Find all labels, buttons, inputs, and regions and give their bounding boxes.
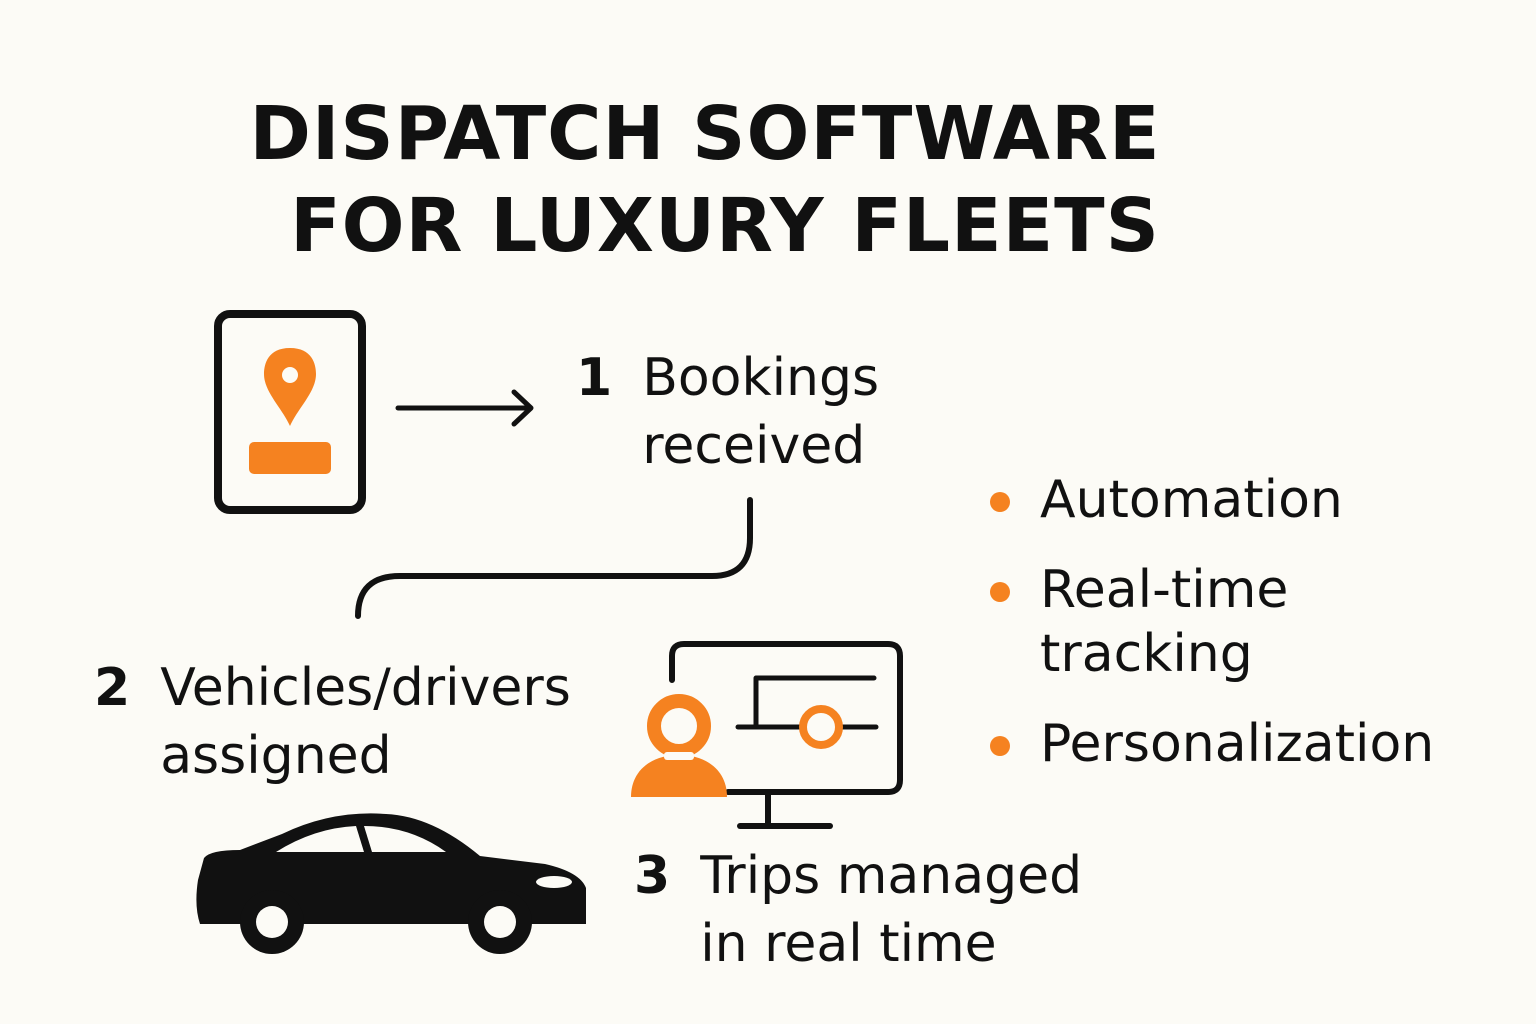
- step-vehicles-assigned: 2 Vehicles/drivers assigned: [94, 654, 571, 790]
- feature-label: Automation: [1040, 470, 1343, 530]
- bullet-dot-icon: [990, 736, 1010, 756]
- arrow-right-icon: [395, 389, 534, 427]
- tablet-location-icon: [214, 310, 366, 514]
- monitor-dispatch-icon: [669, 641, 903, 829]
- feature-item-automation: Automation: [990, 468, 1434, 532]
- feature-list: Automation Real-time tracking Personaliz…: [990, 468, 1434, 802]
- bullet-dot-icon: [990, 582, 1010, 602]
- step-label: Vehicles/drivers assigned: [160, 658, 571, 786]
- title-line-1: DISPATCH SOFTWARE: [249, 91, 1161, 177]
- step-number: 3: [634, 846, 671, 906]
- bullet-dot-icon: [990, 492, 1010, 512]
- step-label: Trips managed in real time: [700, 846, 1083, 974]
- step-number: 1: [576, 348, 613, 408]
- driver-person-icon: [631, 694, 727, 797]
- title-line-2: FOR LUXURY FLEETS: [290, 183, 1160, 269]
- page-title: DISPATCH SOFTWARE FOR LUXURY FLEETS: [0, 88, 1400, 272]
- feature-item-tracking: Real-time tracking: [990, 558, 1434, 686]
- step-trips-managed: 3 Trips managed in real time: [634, 842, 1082, 978]
- feature-label: Real-time tracking: [1040, 560, 1289, 684]
- feature-item-personalization: Personalization: [990, 712, 1434, 776]
- car-icon: [196, 813, 586, 954]
- step-number: 2: [94, 658, 131, 718]
- connector-line: [355, 497, 753, 619]
- step-bookings-received: 1 Bookings received: [576, 344, 879, 480]
- feature-label: Personalization: [1040, 714, 1435, 774]
- step-label: Bookings received: [642, 348, 880, 476]
